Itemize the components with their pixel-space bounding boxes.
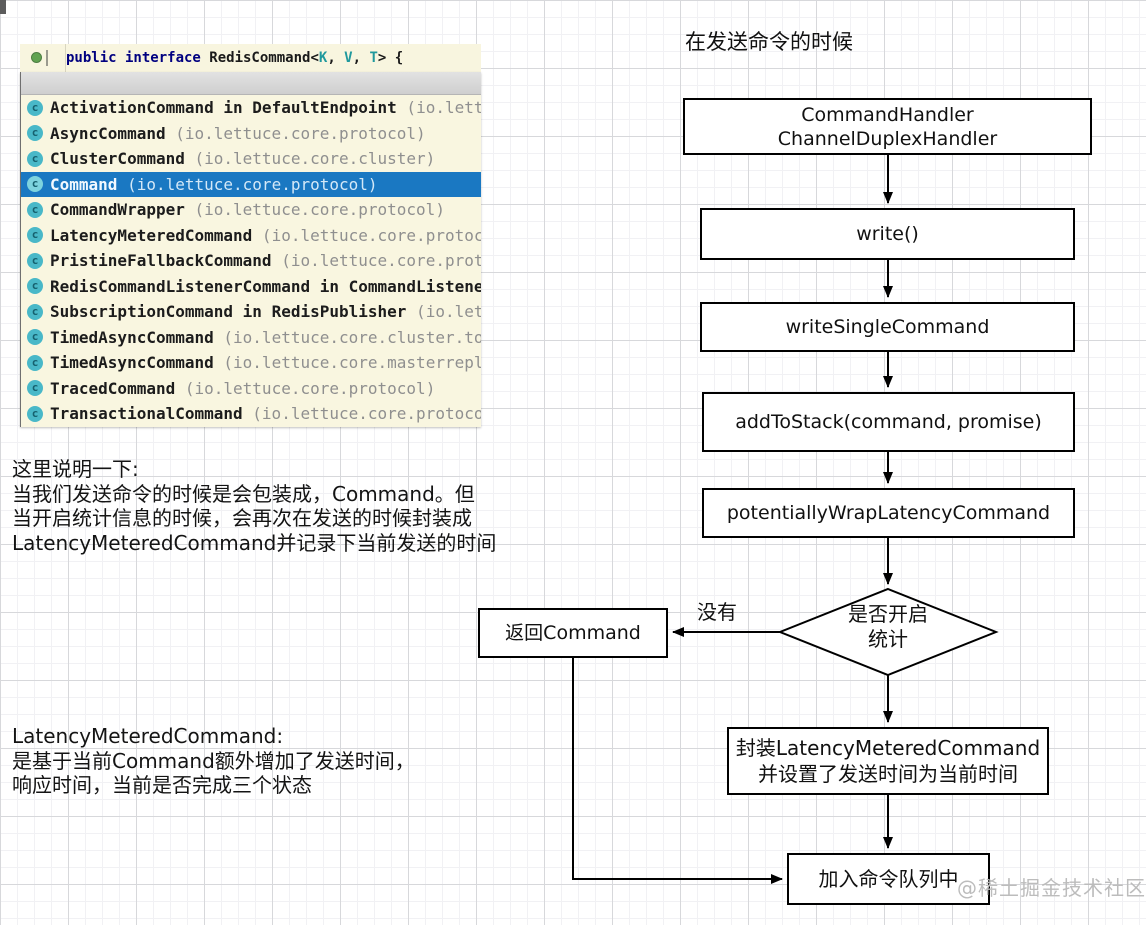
code-class-name: RedisCommand — [200, 50, 311, 66]
class-icon: c — [27, 405, 43, 422]
class-icon: c — [27, 227, 43, 244]
class-icon: c — [27, 278, 43, 295]
completion-popup-header[interactable] — [21, 72, 481, 95]
flowchart-title: 在发送命令的时候 — [685, 30, 853, 54]
note-line: 当我们发送命令的时候是会包装成，Command。但 — [12, 481, 475, 506]
watermark: @稀土掘金技术社区 — [957, 876, 1146, 900]
node-wrap-latency-metered: 封装LatencyMeteredCommand 并设置了发送时间为当前时间 — [727, 727, 1049, 795]
node-label: 是否开启 — [848, 602, 928, 626]
code-generic-close: > { — [377, 50, 404, 66]
note-line: LatencyMeteredCommand: — [12, 724, 284, 748]
code-keyword: public interface — [66, 50, 201, 66]
note-block-latency: LatencyMeteredCommand: 是基于当前Command额外增加了… — [12, 724, 415, 798]
note-line: 是基于当前Command额外增加了发送时间， — [12, 748, 415, 773]
edge-label-no: 没有 — [697, 600, 737, 624]
class-icon: c — [27, 176, 43, 193]
node-decision-stats-enabled: 是否开启 统计 — [808, 602, 968, 652]
code-editor: public interface RedisCommand<K, V, T> {… — [20, 44, 481, 427]
node-write: write() — [700, 208, 1075, 260]
code-line: public interface RedisCommand<K, V, T> { — [20, 44, 481, 72]
code-type-t: T — [369, 50, 378, 66]
class-icon: c — [27, 329, 43, 346]
node-add-to-stack: addToStack(command, promise) — [702, 392, 1075, 452]
class-icon: c — [27, 99, 43, 116]
gutter-bar — [46, 50, 48, 66]
node-enqueue-command: 加入命令队列中 — [787, 853, 990, 905]
note-block-wrapping: 这里说明一下: 当我们发送命令的时候是会包装成，Command。但 当开启统计信… — [12, 457, 496, 555]
implemented-marker-icon[interactable] — [31, 52, 42, 63]
editor-gutter — [20, 44, 66, 72]
class-icon: c — [27, 354, 43, 371]
class-icon: c — [27, 380, 43, 397]
node-label: 并设置了发送时间为当前时间 — [758, 762, 1018, 786]
code-comma: , — [327, 50, 345, 66]
node-label: ChannelDuplexHandler — [777, 127, 998, 150]
node-command-handler: CommandHandler ChannelDuplexHandler — [683, 98, 1092, 155]
class-icon: c — [27, 201, 43, 218]
code-comma: , — [352, 50, 370, 66]
note-line: 当开启统计信息的时候，会再次在发送的时候封装成 — [12, 506, 472, 530]
class-icon: c — [27, 252, 43, 269]
code-type-v: V — [344, 50, 353, 66]
note-line: LatencyMeteredCommand并记录下当前发送的时间 — [12, 530, 497, 555]
code-generic-open: < — [310, 50, 319, 66]
corner-artifact — [0, 0, 6, 14]
node-write-single-command: writeSingleCommand — [700, 302, 1075, 352]
node-label: 统计 — [868, 627, 908, 651]
class-icon: c — [27, 150, 43, 167]
note-line: 这里说明一下: — [12, 457, 139, 481]
class-icon: c — [27, 125, 43, 142]
node-return-command: 返回Command — [478, 608, 668, 658]
class-icon: c — [27, 303, 43, 320]
note-line: 响应时间，当前是否完成三个状态 — [12, 773, 312, 797]
node-label: CommandHandler — [801, 103, 974, 126]
code-type-k: K — [318, 50, 328, 66]
node-label: 封装LatencyMeteredCommand — [735, 736, 1041, 760]
node-potentially-wrap-latency: potentiallyWrapLatencyCommand — [702, 488, 1075, 538]
